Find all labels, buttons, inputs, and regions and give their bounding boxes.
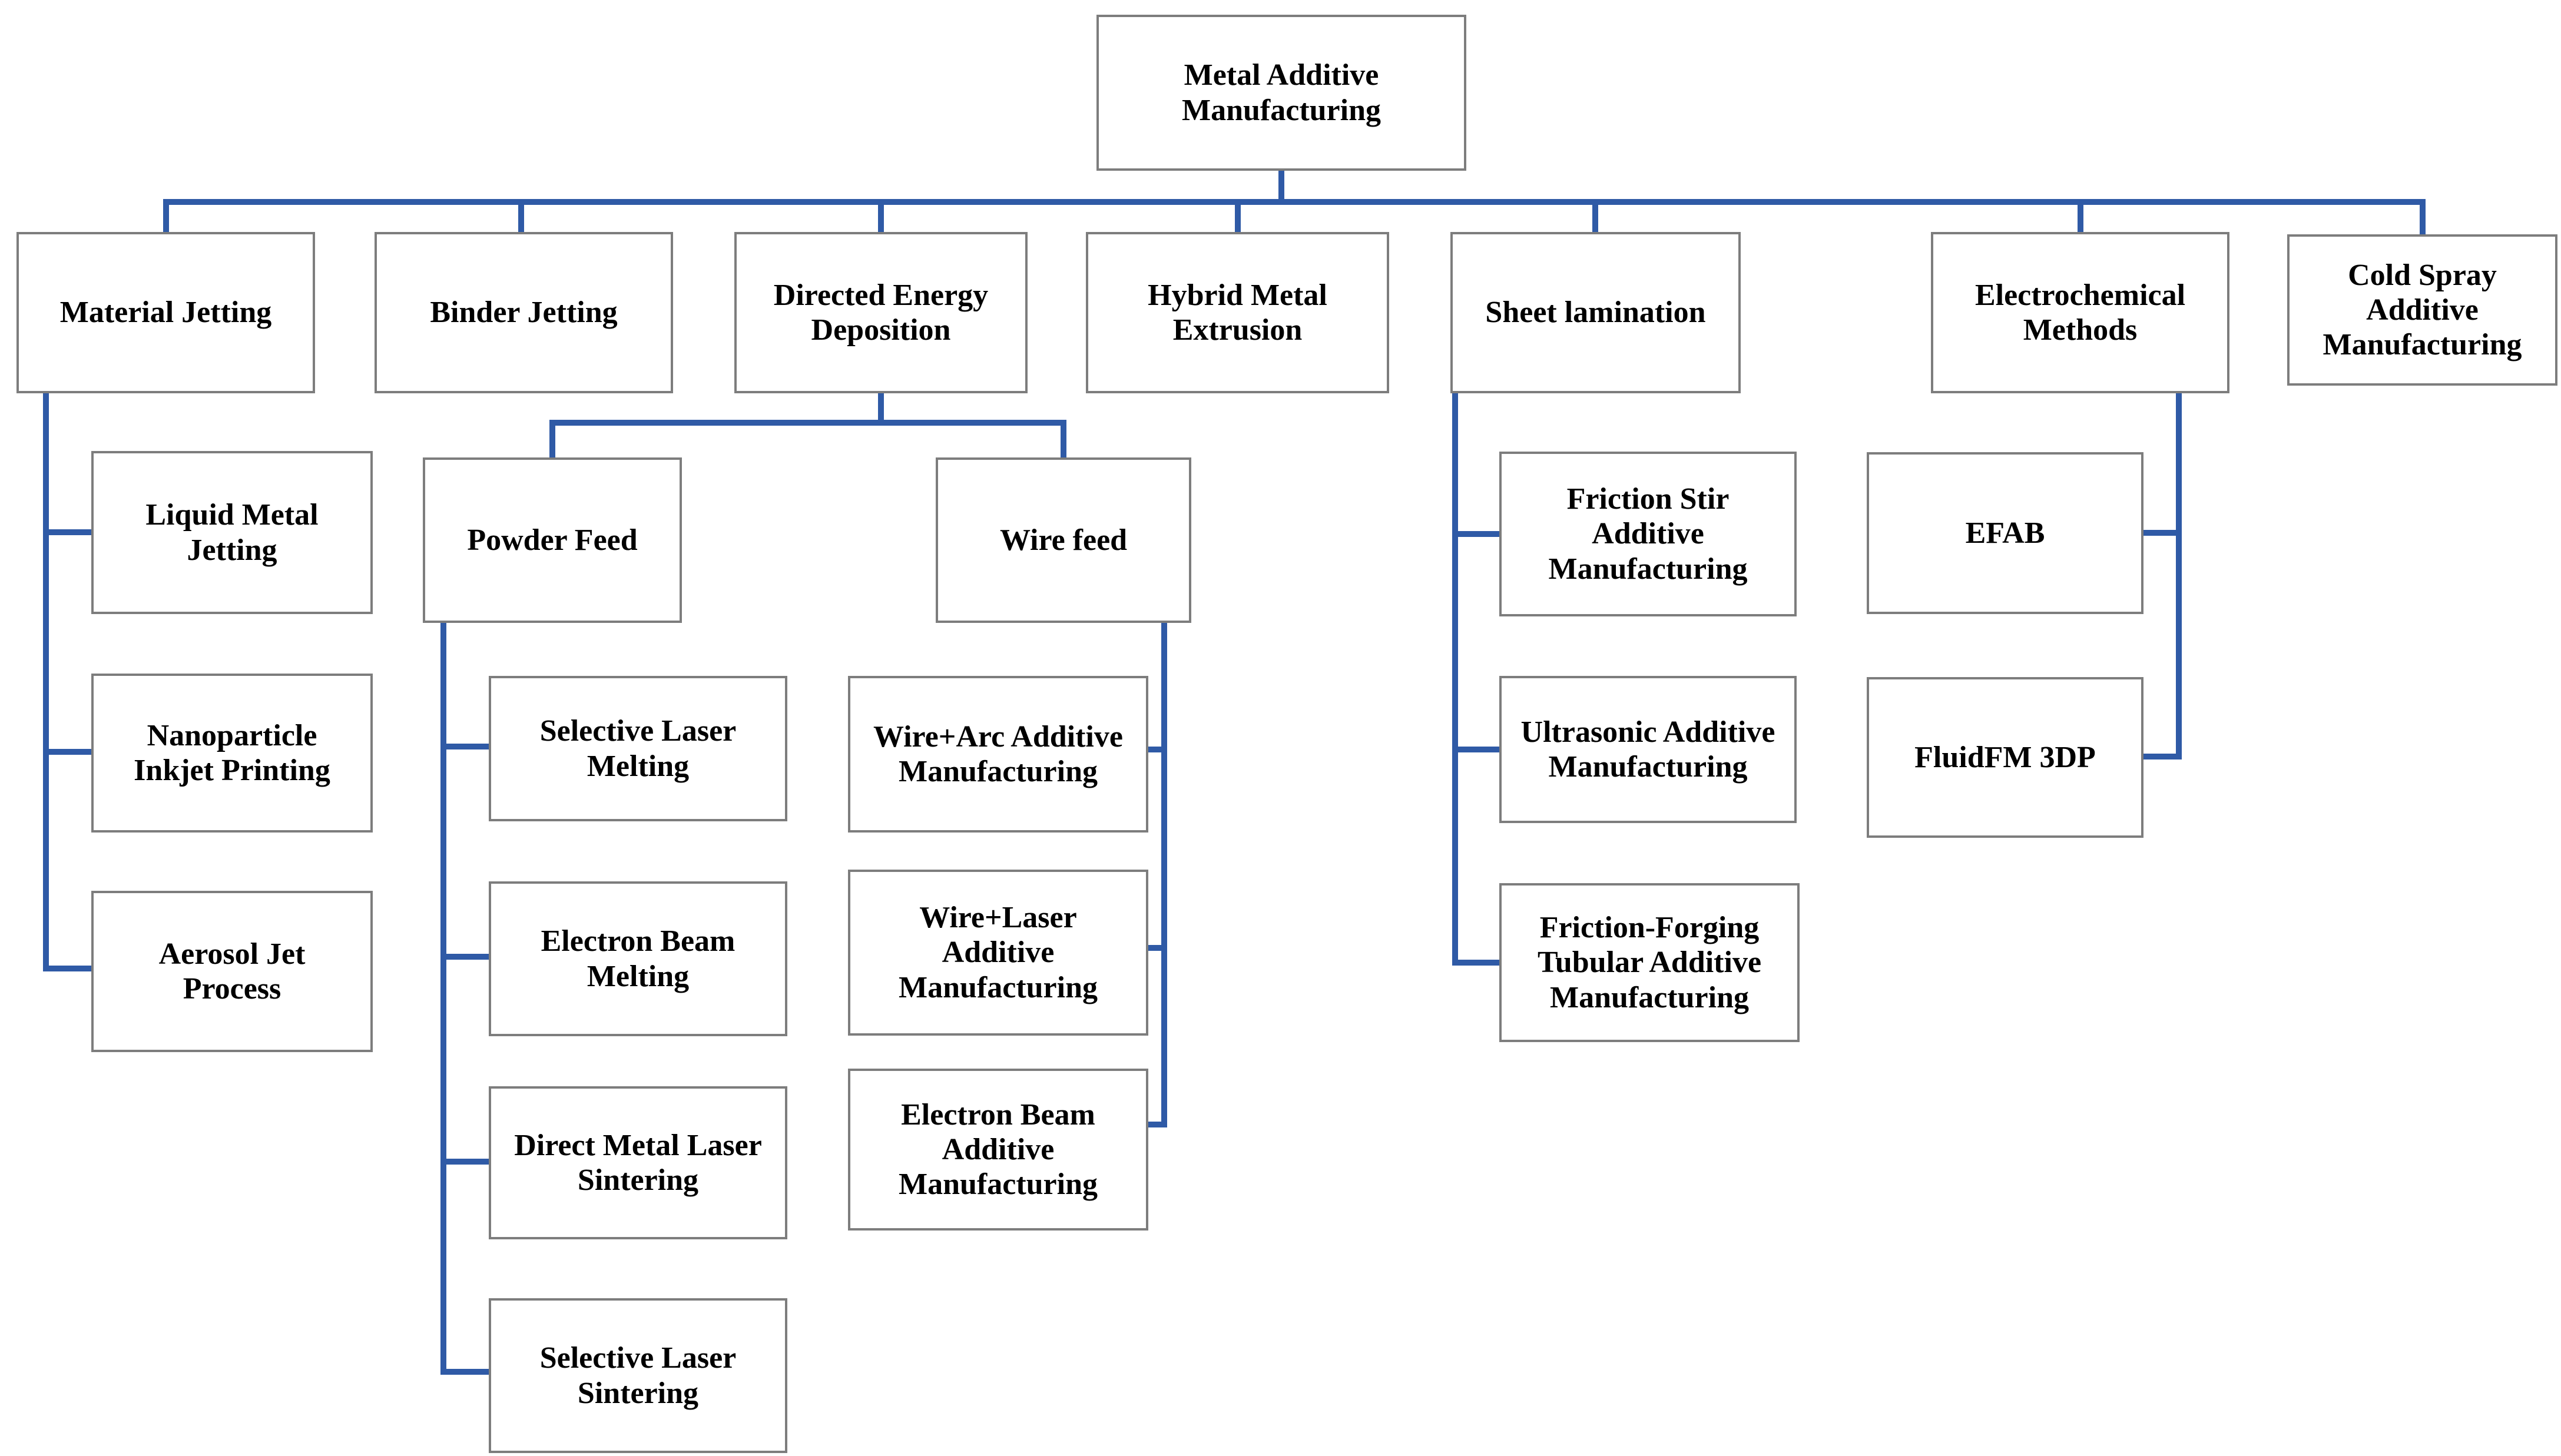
connector-wf-trunk bbox=[1161, 623, 1167, 1127]
connector-stub-electrochemical bbox=[2078, 199, 2083, 232]
node-material-jetting-label: Material Jetting bbox=[59, 296, 272, 330]
connector-sl-trunk bbox=[1452, 393, 1458, 966]
connector-main-horizontal bbox=[163, 199, 2426, 205]
connector-stub-binder-jetting bbox=[518, 199, 524, 232]
node-wire-arc-am: Wire+Arc Additive Manufacturing bbox=[848, 676, 1148, 833]
node-binder-jetting: Binder Jetting bbox=[375, 232, 673, 393]
connector-em-elbow-2 bbox=[2141, 754, 2182, 759]
connector-pf-elbow-1 bbox=[440, 744, 489, 749]
node-slm-label: Selective Laser Melting bbox=[539, 714, 737, 783]
node-material-jetting: Material Jetting bbox=[16, 232, 315, 393]
connector-mj-elbow-3 bbox=[43, 966, 91, 971]
connector-wf-elbow-2 bbox=[1146, 945, 1167, 951]
connector-ded-down bbox=[878, 393, 884, 426]
node-nanoparticle-inkjet: Nanoparticle Inkjet Printing bbox=[91, 674, 373, 833]
connector-pf-elbow-4 bbox=[440, 1369, 489, 1375]
node-efab: EFAB bbox=[1867, 452, 2143, 614]
node-ebm-label: Electron Beam Melting bbox=[541, 924, 735, 993]
node-binder-jetting-label: Binder Jetting bbox=[430, 296, 618, 330]
node-liquid-metal-jetting-label: Liquid Metal Jetting bbox=[145, 498, 319, 567]
connector-mj-elbow-1 bbox=[43, 529, 91, 535]
node-root: Metal Additive Manufacturing bbox=[1096, 15, 1466, 171]
node-uam-label: Ultrasonic Additive Manufacturing bbox=[1520, 715, 1775, 784]
connector-mj-elbow-2 bbox=[43, 749, 91, 755]
node-ded-label: Directed Energy Deposition bbox=[773, 278, 989, 347]
connector-wf-elbow-3 bbox=[1146, 1122, 1167, 1127]
connector-em-elbow-1 bbox=[2141, 530, 2182, 536]
node-fluidfm-3dp: FluidFM 3DP bbox=[1867, 677, 2143, 838]
connector-wf-elbow-1 bbox=[1146, 747, 1167, 752]
node-selective-laser-melting: Selective Laser Melting bbox=[489, 676, 787, 821]
connector-pf-trunk bbox=[440, 623, 446, 1375]
node-electrochemical-methods: Electrochemical Methods bbox=[1931, 232, 2229, 393]
node-sls-label: Selective Laser Sintering bbox=[539, 1341, 737, 1410]
node-fluidfm-label: FluidFM 3DP bbox=[1914, 740, 2096, 774]
node-electron-beam-am: Electron Beam Additive Manufacturing bbox=[848, 1069, 1148, 1231]
node-fftam-label: Friction-Forging Tubular Additive Manufa… bbox=[1537, 911, 1762, 1014]
node-hybrid-metal-extrusion: Hybrid Metal Extrusion bbox=[1086, 232, 1389, 393]
node-electron-beam-melting: Electron Beam Melting bbox=[489, 881, 787, 1036]
node-ebam-label: Electron Beam Additive Manufacturing bbox=[899, 1097, 1098, 1202]
node-wlam-label: Wire+Laser Additive Manufacturing bbox=[899, 901, 1098, 1004]
connector-em-trunk bbox=[2176, 393, 2182, 759]
connector-ded-horizontal bbox=[549, 420, 1066, 426]
node-liquid-metal-jetting: Liquid Metal Jetting bbox=[91, 451, 373, 614]
node-selective-laser-sintering: Selective Laser Sintering bbox=[489, 1298, 787, 1453]
connector-pf-elbow-3 bbox=[440, 1159, 489, 1165]
node-wire-laser-am: Wire+Laser Additive Manufacturing bbox=[848, 870, 1148, 1036]
connector-wire-drop bbox=[1061, 420, 1066, 457]
node-powder-feed: Powder Feed bbox=[423, 457, 682, 623]
node-powder-feed-label: Powder Feed bbox=[467, 523, 638, 557]
node-aerosol-jet-label: Aerosol Jet Process bbox=[158, 937, 306, 1006]
node-ultrasonic-am: Ultrasonic Additive Manufacturing bbox=[1499, 676, 1797, 823]
node-efab-label: EFAB bbox=[1965, 516, 2045, 550]
connector-sl-elbow-2 bbox=[1452, 747, 1499, 752]
node-dmls-label: Direct Metal Laser Sintering bbox=[514, 1128, 762, 1197]
node-sheet-label: Sheet lamination bbox=[1485, 296, 1706, 330]
node-friction-stir-am: Friction Stir Additive Manufacturing bbox=[1499, 452, 1797, 616]
connector-stub-ded bbox=[878, 199, 884, 232]
node-aerosol-jet: Aerosol Jet Process bbox=[91, 891, 373, 1052]
node-hybrid-label: Hybrid Metal Extrusion bbox=[1148, 278, 1327, 347]
connector-sl-elbow-3 bbox=[1452, 960, 1499, 966]
connector-powder-drop bbox=[549, 420, 555, 457]
node-sheet-lamination: Sheet lamination bbox=[1450, 232, 1741, 393]
node-wire-feed-label: Wire feed bbox=[999, 523, 1128, 557]
node-root-label: Metal Additive Manufacturing bbox=[1182, 58, 1381, 127]
node-cold-spray: Cold Spray Additive Manufacturing bbox=[2287, 234, 2557, 386]
connector-root-stub bbox=[1278, 171, 1284, 205]
connector-mj-trunk bbox=[43, 393, 49, 971]
node-directed-energy-deposition: Directed Energy Deposition bbox=[734, 232, 1028, 393]
node-cold-spray-label: Cold Spray Additive Manufacturing bbox=[2323, 258, 2522, 362]
node-wire-feed: Wire feed bbox=[936, 457, 1191, 623]
connector-stub-material-jetting bbox=[163, 199, 169, 232]
node-electrochemical-label: Electrochemical Methods bbox=[1974, 278, 2186, 347]
connector-stub-cold-spray bbox=[2420, 199, 2426, 236]
node-waam-label: Wire+Arc Additive Manufacturing bbox=[873, 719, 1123, 788]
connector-stub-hybrid bbox=[1235, 199, 1241, 232]
node-nanoparticle-inkjet-label: Nanoparticle Inkjet Printing bbox=[134, 718, 330, 787]
connector-sl-elbow-1 bbox=[1452, 531, 1499, 537]
node-direct-metal-laser-sintering: Direct Metal Laser Sintering bbox=[489, 1086, 787, 1239]
node-friction-forging-tubular-am: Friction-Forging Tubular Additive Manufa… bbox=[1499, 883, 1800, 1042]
connector-stub-sheet bbox=[1592, 199, 1598, 232]
node-fsam-label: Friction Stir Additive Manufacturing bbox=[1548, 482, 1748, 586]
connector-pf-elbow-2 bbox=[440, 954, 489, 960]
